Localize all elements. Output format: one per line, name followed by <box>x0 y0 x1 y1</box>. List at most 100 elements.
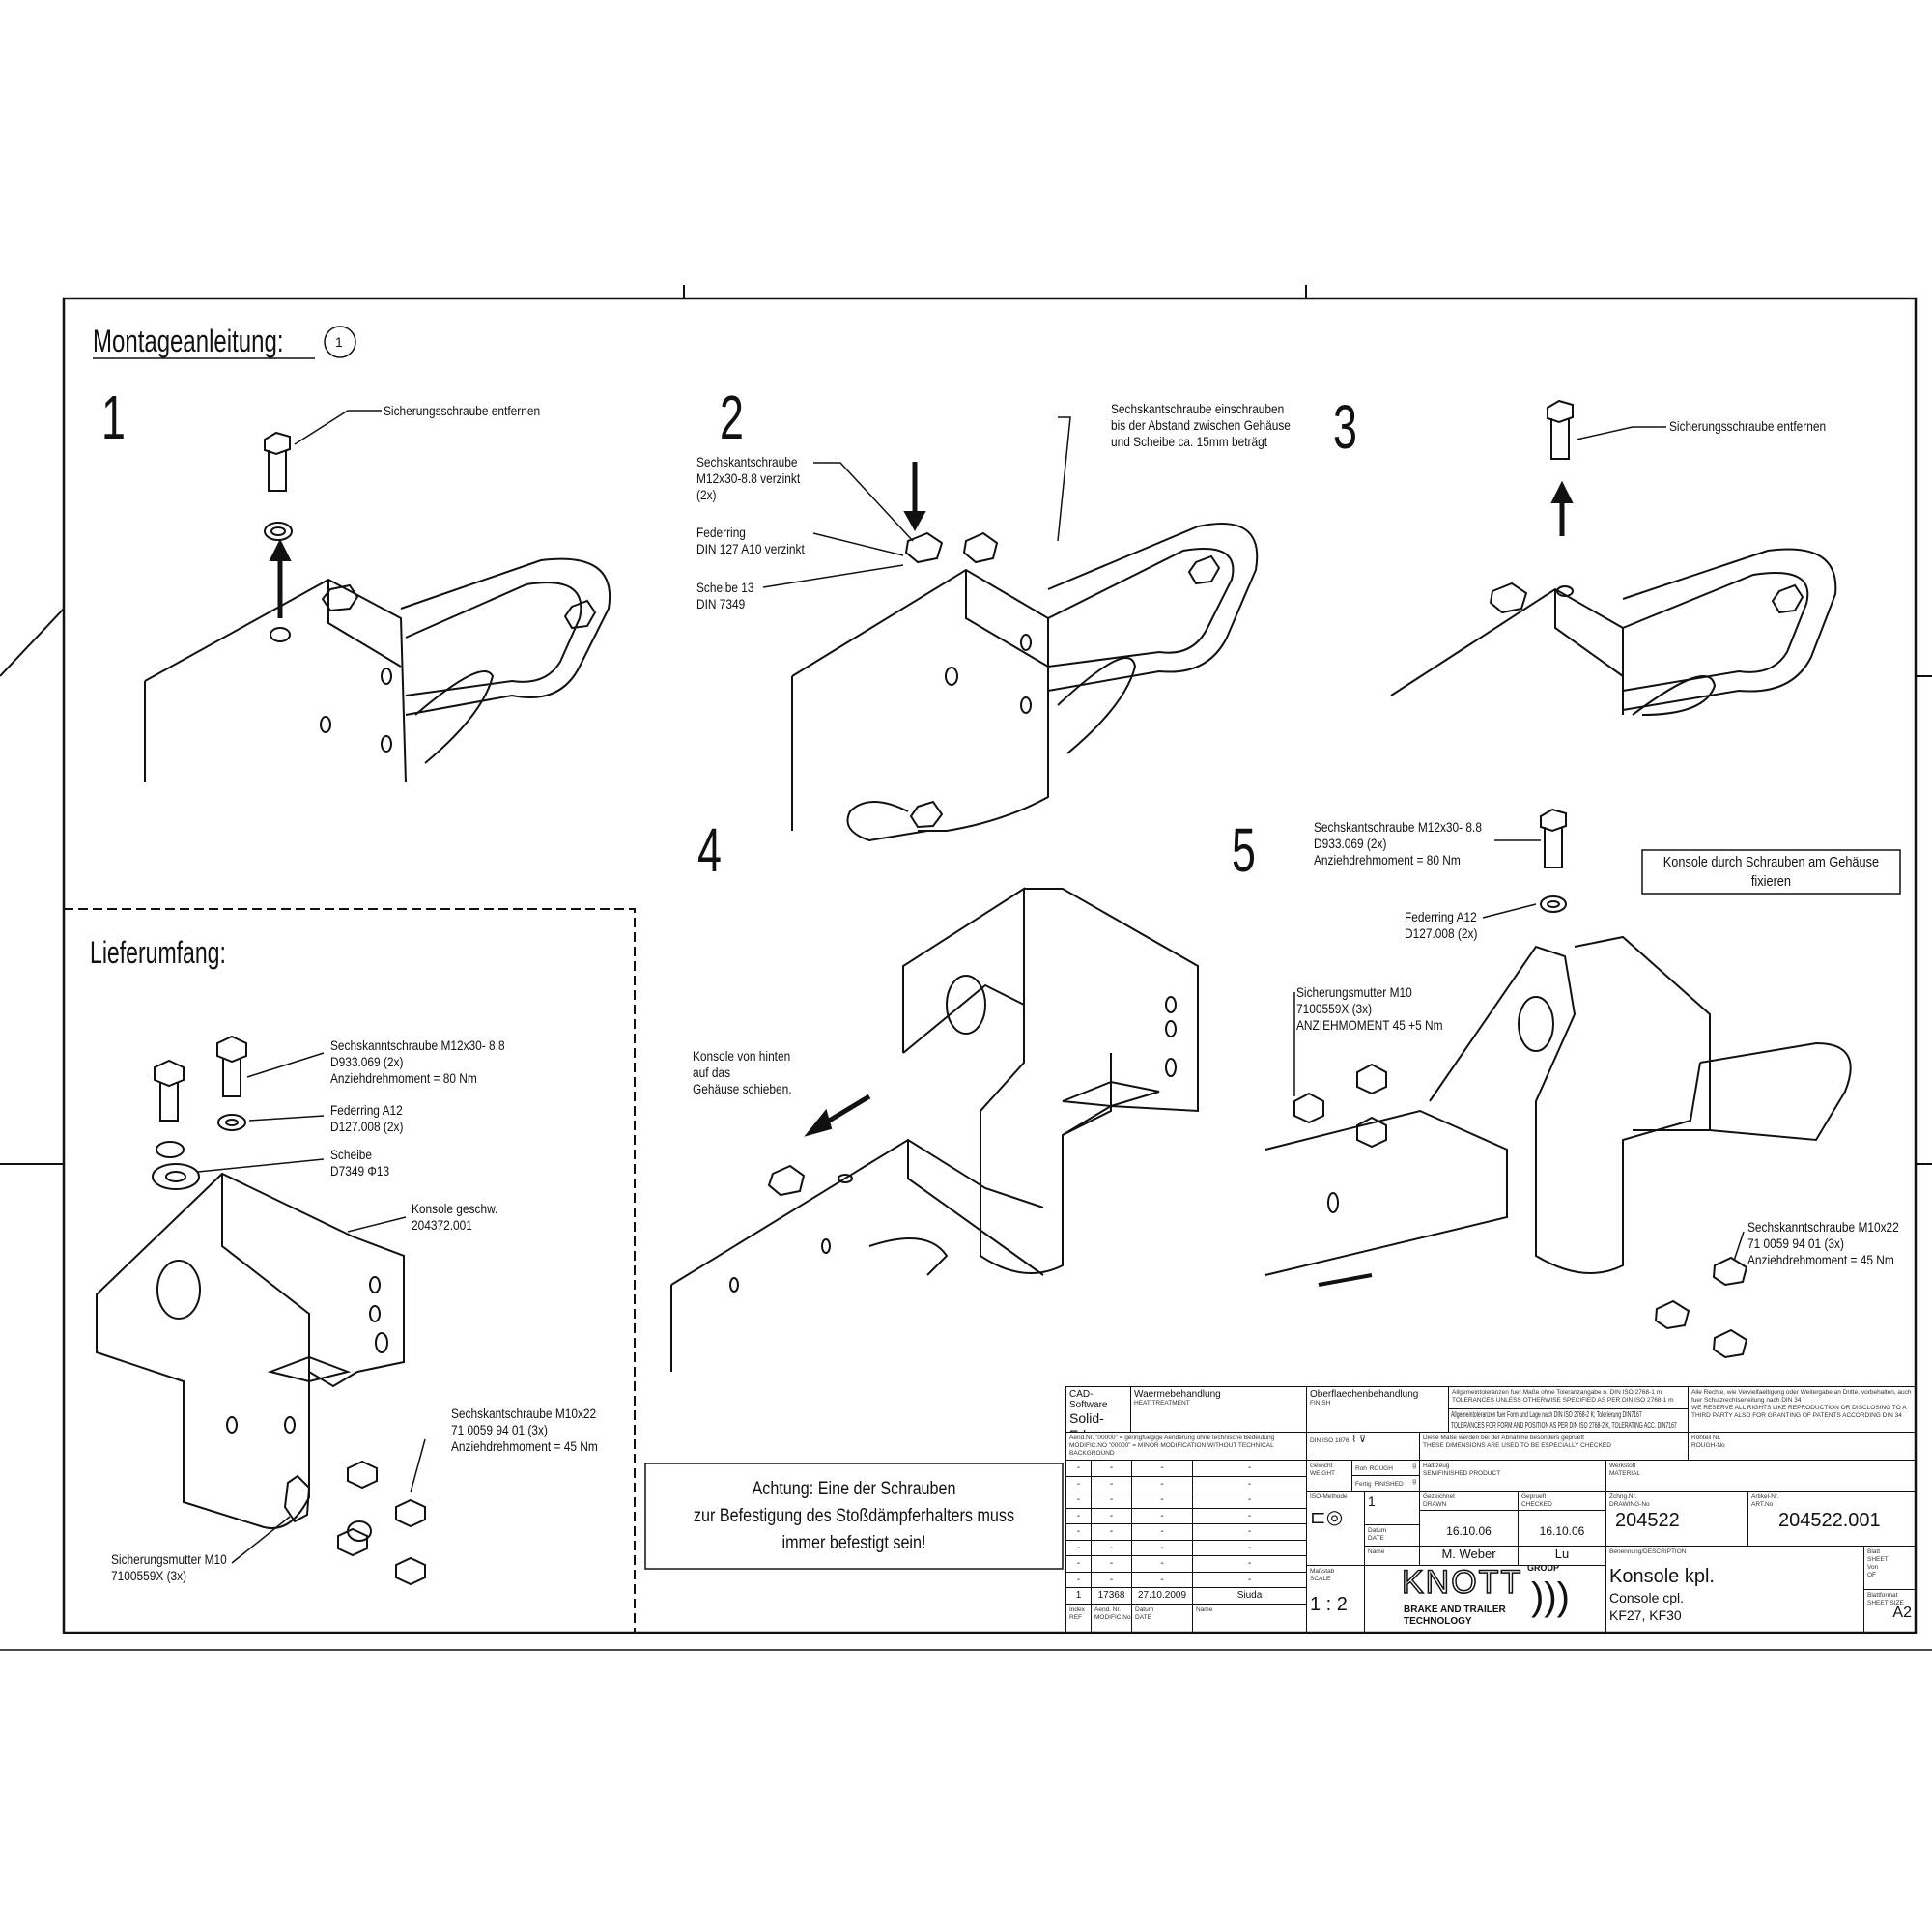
change-cell: - <box>1192 1492 1307 1509</box>
change-cell: - <box>1091 1475 1132 1492</box>
scope-console-label: Konsole geschw.204372.001 <box>412 1201 498 1233</box>
change-cell: - <box>1091 1507 1132 1524</box>
change-cell: - <box>1192 1460 1307 1477</box>
sheet-number-circle <box>324 326 356 358</box>
step1-illustration <box>144 410 611 783</box>
fix-note-box <box>1641 849 1901 895</box>
change-cell: - <box>1091 1555 1132 1573</box>
sheet-number: 1 <box>335 334 343 350</box>
rights-cell: Alle Rechte, wie Vervielfaeltigung oder … <box>1688 1386 1916 1433</box>
step-number-3: 3 <box>1333 392 1357 462</box>
change-cell: - <box>1192 1571 1307 1588</box>
company-logo: GROUP KNOTT BRAKE AND TRAILER TECHNOLOGY… <box>1364 1565 1606 1633</box>
change-cell: 27.10.2009 <box>1131 1587 1193 1605</box>
tolerance-form-cell: Allgemeintoleranzen fuer Form und Lage n… <box>1448 1408 1689 1433</box>
drawn-name: M. Weber <box>1419 1546 1519 1566</box>
step4-illustration <box>670 887 1199 1372</box>
change-cell: - <box>1131 1507 1193 1524</box>
warning-box <box>644 1463 1064 1570</box>
change-cell: - <box>1091 1539 1132 1556</box>
iso-method-cell: ISO-Methode⊏◎ <box>1306 1491 1365 1566</box>
page-title: Montageanleitung: <box>93 324 284 358</box>
drawn-date: 16.10.06 <box>1419 1510 1519 1547</box>
logo-arcs-icon: ))) <box>1531 1576 1570 1618</box>
change-cell: - <box>1131 1555 1193 1573</box>
weight-finished-cell: Fertig FINISHED g <box>1351 1475 1420 1492</box>
iso-method-value: 1 <box>1364 1491 1420 1525</box>
step5-illustration <box>1264 808 1852 1359</box>
change-cell: - <box>1065 1507 1092 1524</box>
step3-note: Sicherungsschraube entfernen <box>1669 418 1827 434</box>
change-cell: - <box>1065 1539 1092 1556</box>
step2-illustration <box>762 416 1259 842</box>
drawing-frame <box>62 297 1918 1634</box>
step1-note: Sicherungsschraube entfernen <box>384 403 541 418</box>
change-cell: - <box>1065 1555 1092 1573</box>
change-cell: - <box>1091 1523 1132 1541</box>
change-cell: - <box>1131 1492 1193 1509</box>
change-cell: - <box>1192 1539 1307 1556</box>
change-cell: - <box>1131 1571 1193 1588</box>
change-cell: Siuda <box>1192 1587 1307 1605</box>
checked-dimensions-cell: Diese Maße werden bei der Abnahme besond… <box>1419 1432 1689 1461</box>
step-number-5: 5 <box>1232 815 1256 885</box>
change-cell: - <box>1192 1523 1307 1541</box>
welding-symbol-cell: DIN ISO 1876 ⌇ ⊽ <box>1306 1432 1420 1461</box>
weight-rough-cell: Roh ROUGH g <box>1351 1460 1420 1476</box>
modification-note-cell: Aend.Nr. "00000" = geringfuegige Aenderu… <box>1065 1432 1307 1461</box>
change-cell: - <box>1131 1523 1193 1541</box>
change-cell: - <box>1065 1523 1092 1541</box>
change-header-aend: Aend. Nr.MODIFIC.No <box>1091 1603 1132 1633</box>
change-cell: - <box>1065 1492 1092 1509</box>
change-cell: - <box>1091 1571 1132 1588</box>
step-number-2: 2 <box>720 383 744 452</box>
change-cell: - <box>1131 1460 1193 1477</box>
change-cell: 17368 <box>1091 1587 1132 1605</box>
scope-title: Lieferumfang: <box>90 935 226 970</box>
weld-symbol-icon: ⌇ ⊽ <box>1351 1435 1367 1445</box>
scope-illustration <box>96 1035 426 1586</box>
change-cell: - <box>1192 1475 1307 1492</box>
step-number-4: 4 <box>697 815 722 885</box>
projection-symbol-icon: ⊏◎ <box>1310 1507 1344 1528</box>
tolerance-general-cell: Allgemeintoleranzen fuer Maße ohne Toler… <box>1448 1386 1689 1409</box>
frame-tick <box>0 608 65 677</box>
change-cell: - <box>1091 1492 1132 1509</box>
step3-illustration <box>1390 399 1837 716</box>
change-cell: - <box>1065 1475 1092 1492</box>
change-cell: - <box>1192 1507 1307 1524</box>
rough-part-cell: Rohteil Nr.ROUGH-No <box>1688 1432 1916 1461</box>
checked-name: Lu <box>1518 1546 1606 1566</box>
change-cell: - <box>1065 1571 1092 1588</box>
change-cell: - <box>1192 1555 1307 1573</box>
